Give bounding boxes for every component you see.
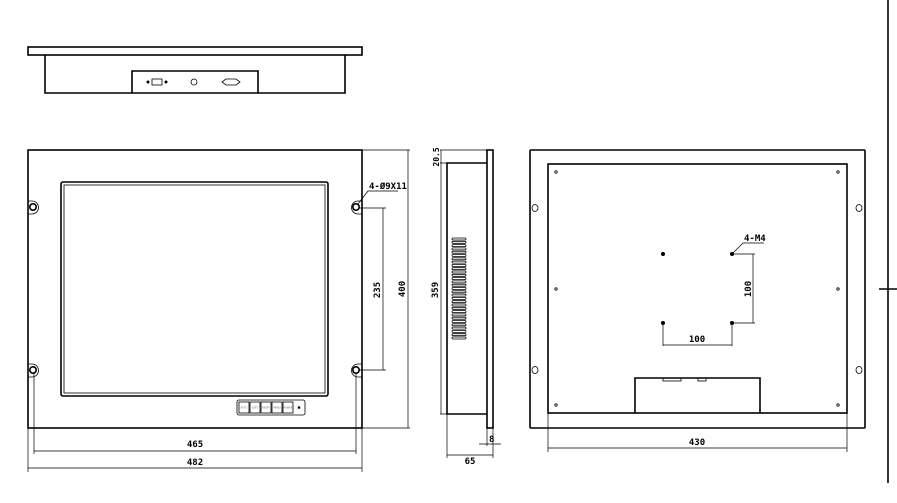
sheet-border [879, 0, 897, 483]
osd-button-auto[interactable] [238, 401, 250, 414]
vent-slot [451, 277, 467, 281]
vent-slot [451, 270, 467, 274]
vent-slot [451, 323, 467, 327]
side-view: 20.5 359 8 65 [431, 147, 501, 467]
vent-slot [451, 244, 467, 248]
vent-slot [451, 267, 467, 271]
dim-359: 359 [431, 282, 441, 298]
screw-icon [164, 80, 168, 84]
power-led-icon [297, 406, 301, 409]
hole-spec-label: 4-Ø9X11 [369, 181, 407, 192]
vesa-spec-label: 4-M4 [744, 234, 766, 244]
vent-slot [451, 310, 467, 314]
connector-panel [131, 70, 259, 93]
vent-slot [451, 257, 467, 261]
dim-vesa-vertical: 100 [744, 281, 754, 297]
vent-slot [451, 237, 467, 241]
vent-slot [451, 300, 467, 304]
dim-8: 8 [489, 435, 494, 445]
osd-button-left[interactable] [249, 401, 261, 414]
vent-slot [451, 336, 467, 340]
dim-65: 65 [465, 457, 476, 467]
vent-slot [451, 240, 467, 244]
rear-frame [529, 149, 866, 429]
osd-button-label: LEFT [252, 407, 258, 410]
dim-vesa-horizontal: 100 [689, 335, 705, 345]
side-flange [486, 149, 494, 429]
dim-430: 430 [689, 438, 705, 448]
screen-outer [60, 181, 329, 397]
vent-slot [451, 287, 467, 290]
dim-235: 235 [373, 282, 383, 298]
dim-465: 465 [187, 440, 203, 450]
dim-482: 482 [187, 458, 203, 468]
mounting-holes [28, 200, 362, 378]
vent-slot [451, 313, 467, 317]
osd-button-power[interactable] [282, 401, 294, 414]
rear-screws [554, 170, 840, 407]
osd-button-right[interactable] [260, 401, 272, 414]
front-frame [27, 149, 363, 429]
dim-20-5: 20.5 [432, 147, 441, 166]
vent-slot [451, 263, 467, 267]
top-view [27, 46, 363, 94]
top-flange [27, 46, 363, 56]
vent-slot [451, 290, 467, 294]
rear-body [547, 163, 848, 414]
vent-slot [451, 293, 467, 297]
vent-slot [451, 303, 467, 307]
rear-port-icon [697, 377, 707, 382]
vent-slot [451, 329, 467, 333]
vent-slot [451, 280, 467, 284]
osd-button-label: AUTO [241, 407, 248, 410]
vent-slot [451, 326, 467, 330]
power-jack-icon [190, 78, 198, 86]
rear-mounting-holes [531, 204, 863, 374]
osd-button-label: MENU [273, 407, 280, 410]
vesa-holes [661, 252, 734, 325]
osd-button-label: POWER [284, 407, 293, 410]
screen [63, 184, 326, 394]
vent-slot [451, 316, 467, 320]
vent-slot [451, 260, 467, 264]
usb-port-icon [151, 78, 163, 86]
osd-button-label: RIGHT [262, 407, 270, 410]
vent-slot [451, 254, 467, 257]
top-body [44, 55, 346, 94]
hole-leader [357, 190, 398, 205]
vent-slot [451, 333, 467, 337]
dim-400: 400 [398, 281, 408, 297]
vent-slot [451, 247, 467, 251]
vga-port-icon [221, 78, 241, 86]
vent-slot [451, 283, 467, 287]
rear-port-icon [662, 377, 682, 382]
osd-button-menu[interactable] [271, 401, 283, 414]
vent-slot [451, 320, 467, 323]
vent-slot [451, 296, 467, 300]
vent-slot [451, 250, 467, 254]
vent-slot [451, 273, 467, 277]
side-body [446, 162, 487, 415]
rear-connector-box [634, 377, 761, 413]
vent-slots [451, 237, 467, 340]
screw-icon [146, 80, 150, 84]
rear-view: 4-M4 100 100 430 [529, 149, 866, 452]
vent-slot [451, 306, 467, 310]
